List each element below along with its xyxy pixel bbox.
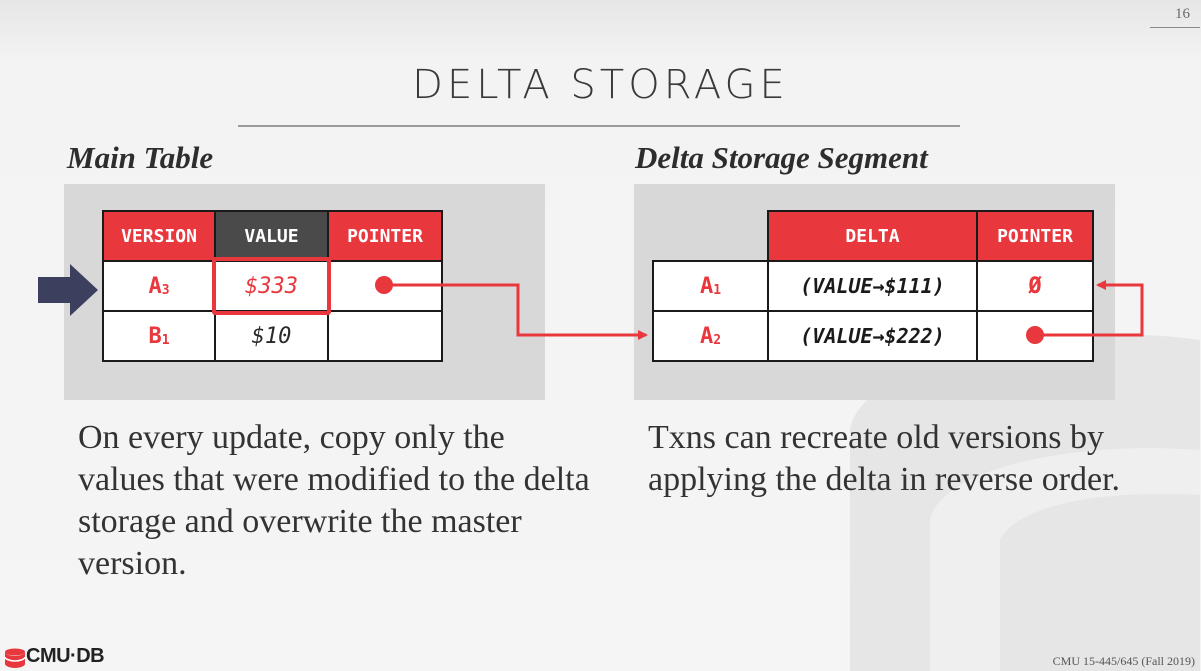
delta-segment-label: Delta Storage Segment [635,140,928,175]
current-version-arrow-icon [38,264,98,316]
version-letter: A [699,273,714,299]
pointer-cell [327,310,443,362]
delta-segment-description: Txns can recreate old versions by applyi… [648,419,1121,498]
value-cell: $10 [214,310,329,362]
null-pointer: Ø [1028,273,1042,299]
main-table-label: Main Table [67,140,214,175]
version-letter: B [148,323,162,349]
delta-cell: (VALUE→$222) [767,310,978,362]
version-letter: A [699,323,714,349]
main-table-description: On every update, copy only the values th… [78,419,590,582]
version-subscript: 1 [161,332,170,348]
page-number-underline [1150,27,1200,28]
header-pointer: POINTER [327,210,443,262]
value-text: $10 [251,323,292,349]
delta-chain-pointer [1026,280,1144,344]
footer-logo-text: CMU·DB [26,645,105,667]
page-number: 16 [1175,6,1190,22]
version-subscript: 3 [161,282,170,298]
header-delta: DELTA [767,210,978,262]
main-to-delta-pointer [375,276,648,340]
header-value: VALUE [214,210,329,262]
modified-value-highlight [212,257,331,315]
delta-text: (VALUE→$222) [800,324,945,348]
delta-cell: (VALUE→$111) [767,260,978,312]
header-version: VERSION [102,210,216,262]
header-pointer: POINTER [976,210,1094,262]
background-cylinder-decoration [850,334,1200,671]
version-subscript: 1 [713,282,722,298]
title-divider [238,125,960,127]
value-text: $333 [245,273,298,299]
footer-course: CMU 15-445/645 (Fall 2019) [1052,654,1195,668]
version-subscript: 2 [713,332,722,348]
slide-title: DELTA STORAGE [412,62,789,108]
version-letter: A [148,273,162,299]
database-logo-icon [4,648,26,668]
delta-text: (VALUE→$111) [800,274,945,298]
